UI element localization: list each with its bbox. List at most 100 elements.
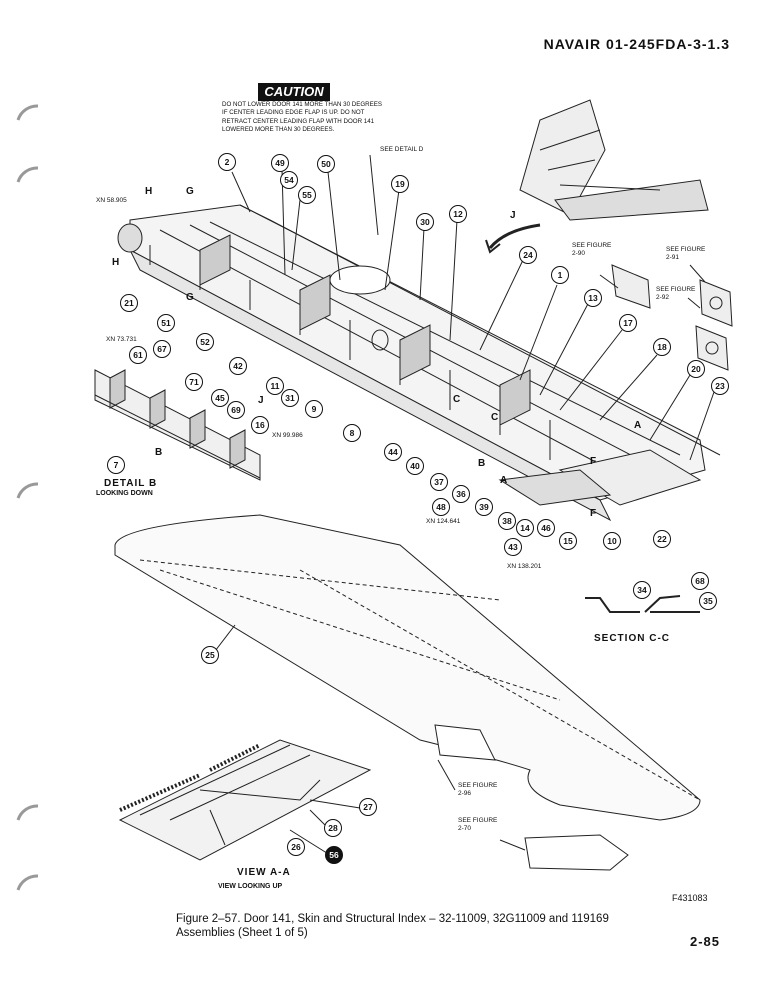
callout-17: 17	[619, 314, 637, 332]
callout-69: 68	[691, 572, 709, 590]
callout-67: 67	[153, 340, 171, 358]
label-xn-58905: XN 58.905	[96, 197, 127, 204]
callout-71: 71	[185, 373, 203, 391]
callout-30: 30	[416, 213, 434, 231]
callout-42: 42	[229, 357, 247, 375]
view-letter-h: H	[145, 186, 154, 197]
callout-22: 22	[653, 530, 671, 548]
label-see-figure-2-70: SEE FIGURE 2-70	[458, 817, 498, 832]
callout-18: 18	[653, 338, 671, 356]
callout-12: 12	[449, 205, 467, 223]
callout-40: 40	[406, 457, 424, 475]
aircraft-locator-view	[519, 99, 709, 221]
callout-14: 14	[516, 519, 534, 537]
callout-68: 69	[227, 401, 245, 419]
binder-holes	[16, 104, 39, 891]
detail-b-subtitle: LOOKING DOWN	[96, 490, 153, 497]
callout-51: 51	[157, 314, 175, 332]
view-letter-h: H	[112, 257, 121, 268]
view-aa-subtitle: VIEW LOOKING UP	[218, 883, 283, 890]
section-cc-title: SECTION C-C	[594, 633, 670, 644]
caution-text: DO NOT LOWER DOOR 141 MORE THAN 30 DEGRE…	[222, 101, 382, 134]
callout-48: 48	[432, 498, 450, 516]
view-aa-title: VIEW A-A	[237, 867, 291, 878]
view-letter-g: G	[186, 186, 195, 197]
label-xn-99986: XN 99.986	[272, 432, 303, 439]
door-141-assembly	[117, 204, 721, 522]
label-xn-73731: XN 73.731	[106, 336, 137, 343]
callout-34: 34	[633, 581, 651, 599]
figure-caption: Figure 2–57. Door 141, Skin and Structur…	[176, 913, 609, 939]
callout-44: 44	[384, 443, 402, 461]
callout-36: 36	[452, 485, 470, 503]
callout-25: 25	[201, 646, 219, 664]
callout-31: 31	[281, 389, 299, 407]
callout-52: 52	[196, 333, 214, 351]
detail-b-title: DETAIL B	[104, 478, 158, 489]
view-letter-c: C	[491, 412, 500, 423]
callout-55: 55	[298, 186, 316, 204]
callout-38: 38	[498, 512, 516, 530]
callout-11: 11	[266, 377, 284, 395]
callout-61: 61	[129, 346, 147, 364]
skin-panel	[114, 514, 701, 821]
label-see-figure-2-96: SEE FIGURE 2-96	[458, 782, 498, 797]
callout-15: 15	[559, 532, 577, 550]
section-cc-drawing	[585, 595, 700, 613]
caution-banner: CAUTION	[258, 83, 330, 101]
callout-9: 9	[305, 400, 323, 418]
label-xn-138201: XN 138.201	[507, 563, 542, 570]
view-letter-f: F	[590, 456, 598, 467]
callout-50: 50	[317, 155, 335, 173]
label-see-figure-2-92: SEE FIGURE 2-92	[656, 286, 696, 301]
callout-35: 35	[699, 592, 717, 610]
callout-27: 27	[359, 798, 377, 816]
callout-13: 13	[584, 289, 602, 307]
binder-hole	[16, 104, 39, 121]
binder-hole	[16, 874, 39, 891]
callout-46: 46	[537, 519, 555, 537]
callout-2: 2	[218, 153, 236, 171]
label-see-figure-2-91: SEE FIGURE 2-91	[666, 246, 706, 261]
callout-24: 24	[519, 246, 537, 264]
callout-54: 54	[280, 171, 298, 189]
callout-56: 56	[325, 846, 343, 864]
binder-hole	[16, 804, 39, 821]
callout-26: 26	[287, 838, 305, 856]
callout-10: 10	[603, 532, 621, 550]
callout-39: 39	[475, 498, 493, 516]
callout-20: 20	[687, 360, 705, 378]
callout-49: 49	[271, 154, 289, 172]
callout-28: 28	[324, 819, 342, 837]
label-xn-124641: XN 124.641	[426, 518, 461, 525]
see-figure-2-70-part	[524, 834, 629, 871]
callout-8: 8	[343, 424, 361, 442]
callout-7: 7	[107, 456, 125, 474]
view-aa-drawing	[118, 739, 372, 861]
callout-37: 37	[430, 473, 448, 491]
callout-19: 19	[391, 175, 409, 193]
callout-21: 21	[120, 294, 138, 312]
view-letter-a: A	[500, 475, 509, 486]
callout-16: 16	[251, 416, 269, 434]
detail-b-drawing	[94, 369, 261, 481]
callout-43: 43	[504, 538, 522, 556]
view-letter-j: J	[258, 395, 265, 406]
callout-45: 45	[211, 389, 229, 407]
view-letter-a: A	[634, 420, 643, 431]
view-letter-g: G	[186, 292, 195, 303]
page-number: 2-85	[689, 934, 720, 949]
figure-id: F431083	[672, 893, 708, 903]
binder-hole	[16, 482, 39, 499]
label-see-detail-d: SEE DETAIL D	[380, 146, 424, 153]
view-letter-j: J	[510, 210, 517, 221]
label-see-figure-2-90: SEE FIGURE 2-90	[572, 242, 612, 257]
view-letter-c: C	[453, 394, 462, 405]
document-number: NAVAIR 01-245FDA-3-1.3	[543, 36, 730, 52]
view-letter-b: B	[478, 458, 487, 469]
callout-23: 23	[711, 377, 729, 395]
view-letter-f: F	[590, 508, 598, 519]
callout-1: 1	[551, 266, 569, 284]
